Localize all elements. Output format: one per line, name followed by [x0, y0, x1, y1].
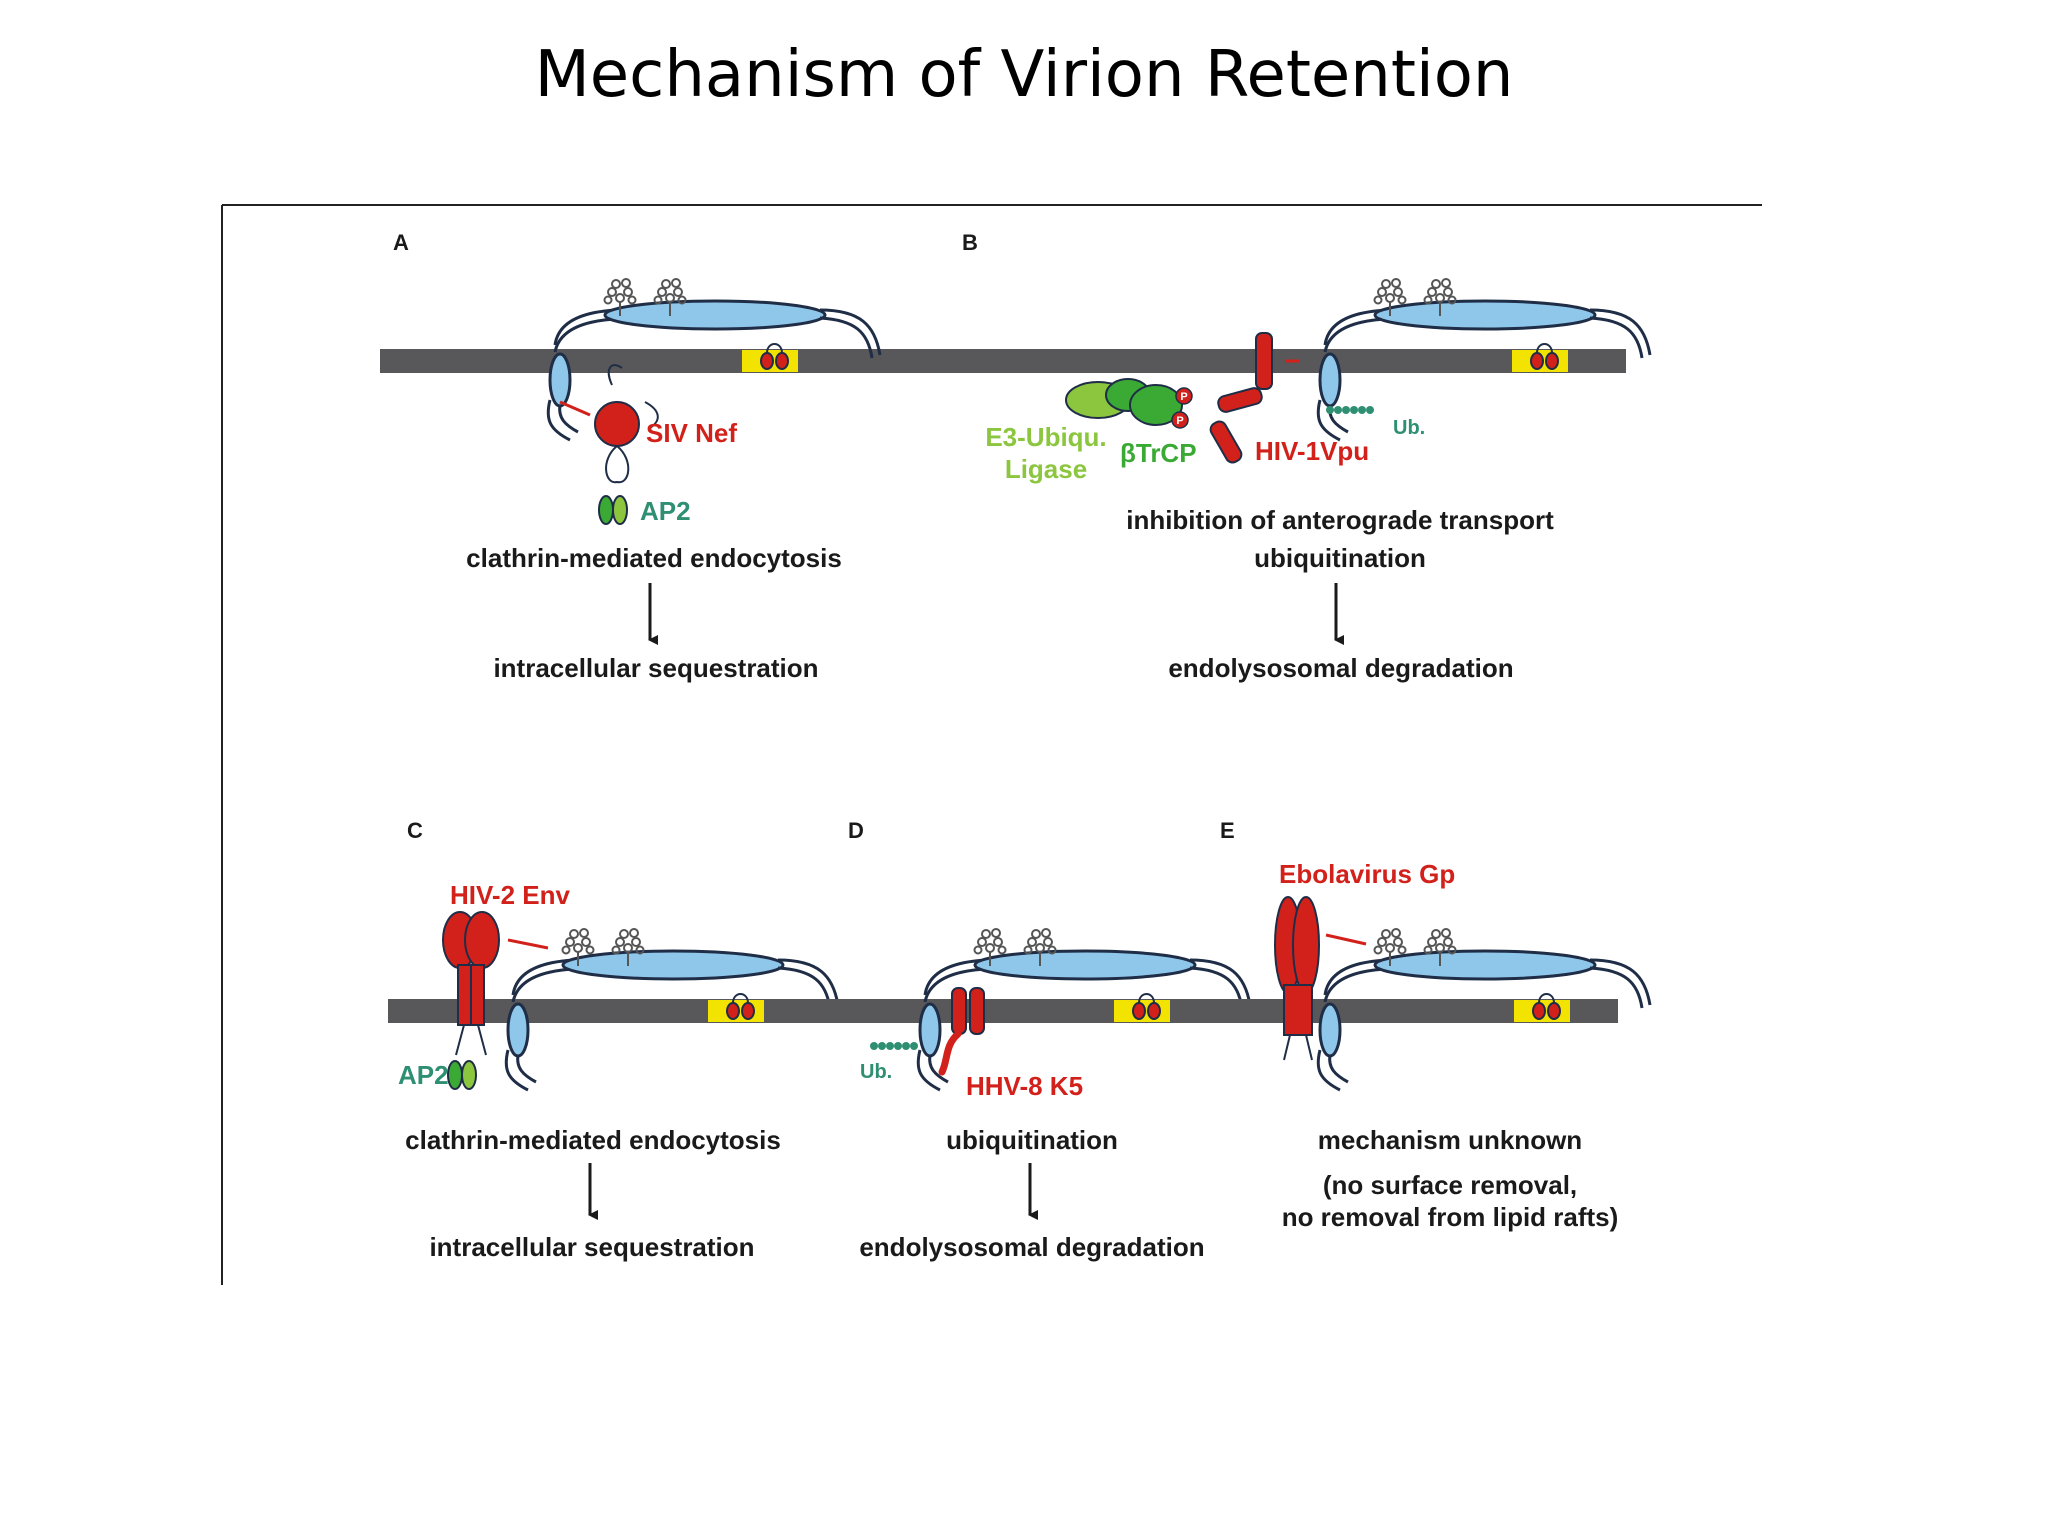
panel-letter-b: B — [962, 230, 978, 255]
lipid-raft-b — [1511, 343, 1569, 373]
process-e: mechanism unknown — [1318, 1125, 1582, 1155]
panel-letter-e: E — [1220, 818, 1235, 843]
outcome-d: endolysosomal degradation — [859, 1232, 1204, 1262]
process-d: ubiquitination — [946, 1125, 1118, 1155]
outcome-a: intracellular sequestration — [493, 653, 818, 683]
panel-e: E Ebolavirus Gp mechanism unknown (no su… — [1204, 818, 1650, 1232]
note-e-line2: no removal from lipid rafts) — [1282, 1202, 1619, 1232]
label-e3-ligase-2: Ligase — [1005, 454, 1087, 484]
process-c: clathrin-mediated endocytosis — [405, 1125, 781, 1155]
label-hiv-2-env: HIV-2 Env — [450, 880, 570, 910]
process-b-line1: inhibition of anterograde transport — [1126, 505, 1554, 535]
interaction-arrow-e — [1325, 933, 1367, 946]
label-btrcp: βTrCP — [1120, 438, 1197, 468]
hiv-1vpu-protein — [1217, 387, 1263, 413]
panel-letter-c: C — [407, 818, 423, 843]
panel-d: D Ub. HHV-8 K5 ubiquitination endolysoso… — [788, 818, 1250, 1262]
membrane-a — [380, 349, 1260, 373]
panel-c: C HIV-2 Env AP2 clathrin-mediated endocy… — [388, 818, 838, 1262]
interaction-arrow-a — [559, 400, 591, 417]
label-ap2-a: AP2 — [640, 496, 691, 526]
label-siv-nef: SIV Nef — [646, 418, 737, 448]
lipid-raft-a — [741, 343, 799, 373]
label-hiv-1vpu: HIV-1Vpu — [1255, 436, 1369, 466]
note-e-line1: (no surface removal, — [1323, 1170, 1577, 1200]
process-b-line2: ubiquitination — [1254, 543, 1426, 573]
membrane-b — [1260, 349, 1626, 373]
phospho-label-2: P — [1176, 415, 1183, 427]
panel-letter-d: D — [848, 818, 864, 843]
outcome-b: endolysosomal degradation — [1168, 653, 1513, 683]
btrcp-protein — [1129, 384, 1183, 426]
interaction-arrow-c — [507, 938, 549, 950]
ap2-adaptor-c — [447, 1060, 463, 1090]
panel-a: A SIV Nef AP2 clathrin-mediated endocyto… — [380, 230, 1260, 683]
slide-title: Mechanism of Virion Retention — [534, 38, 1514, 112]
ap2-adaptor-a — [598, 495, 614, 525]
process-a: clathrin-mediated endocytosis — [466, 543, 842, 573]
lipid-raft-d — [1113, 993, 1171, 1023]
phospho-site-2 — [1171, 411, 1189, 429]
label-ap2-c: AP2 — [398, 1060, 449, 1090]
vpu-transmembrane — [1255, 332, 1273, 390]
label-ebolavirus-gp: Ebolavirus Gp — [1279, 859, 1455, 889]
ubiquitin-chain-d — [870, 1042, 918, 1050]
outcome-c: intracellular sequestration — [429, 1232, 754, 1262]
panel-b: B P P Ub. E3-Ubiqu. Ligase βTrCP HIV-1Vp… — [962, 230, 1650, 683]
lipid-raft-e — [1513, 993, 1571, 1023]
ubiquitin-chain-b — [1326, 406, 1374, 414]
label-hhv-8-k5: HHV-8 K5 — [966, 1071, 1083, 1101]
siv-nef-protein — [594, 401, 640, 447]
label-e3-ligase-1: E3-Ubiqu. — [985, 422, 1106, 452]
label-ub-d: Ub. — [860, 1061, 892, 1083]
phospho-site-1 — [1175, 387, 1193, 405]
hhv-8-k5-protein — [951, 987, 967, 1035]
panel-letter-a: A — [393, 230, 409, 255]
phospho-label-1: P — [1180, 391, 1187, 403]
label-ub-b: Ub. — [1393, 417, 1425, 439]
lipid-raft-c — [707, 993, 765, 1023]
